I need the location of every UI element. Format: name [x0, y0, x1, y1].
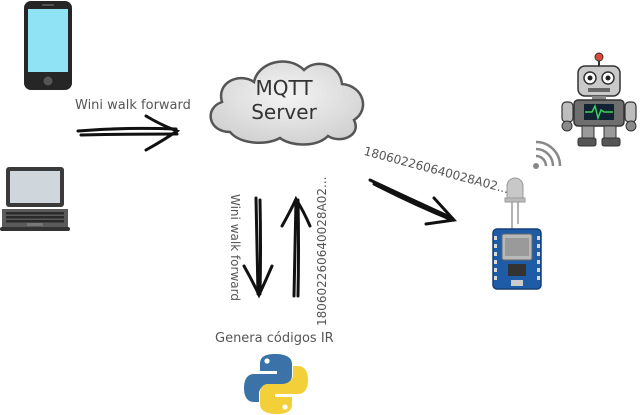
- robot-icon: [561, 52, 637, 147]
- server-up-label: 180602260640028A02...: [315, 176, 329, 326]
- mqtt-server-label: MQTT Server: [248, 76, 320, 124]
- ir-led-icon: [504, 177, 526, 230]
- server-name-line1: MQTT: [255, 76, 313, 100]
- laptop-icon: [0, 167, 70, 231]
- python-caption: Genera códigos IR: [215, 331, 334, 346]
- smartphone-icon: [24, 1, 72, 90]
- arrow-down-icon: [242, 196, 274, 299]
- arrow-up-icon: [280, 196, 312, 298]
- python-logo-icon: [244, 354, 308, 414]
- phone-to-server-label: Wini walk forward: [75, 98, 191, 113]
- esp8266-board-icon: [492, 228, 542, 290]
- arrow-diagonal-icon: [368, 178, 458, 226]
- server-name-line2: Server: [251, 100, 317, 124]
- arrow-right-icon: [76, 114, 181, 152]
- cloud-icon: [209, 60, 365, 146]
- wifi-signal-icon: [533, 140, 562, 169]
- server-down-label: Wini walk forward: [228, 194, 242, 301]
